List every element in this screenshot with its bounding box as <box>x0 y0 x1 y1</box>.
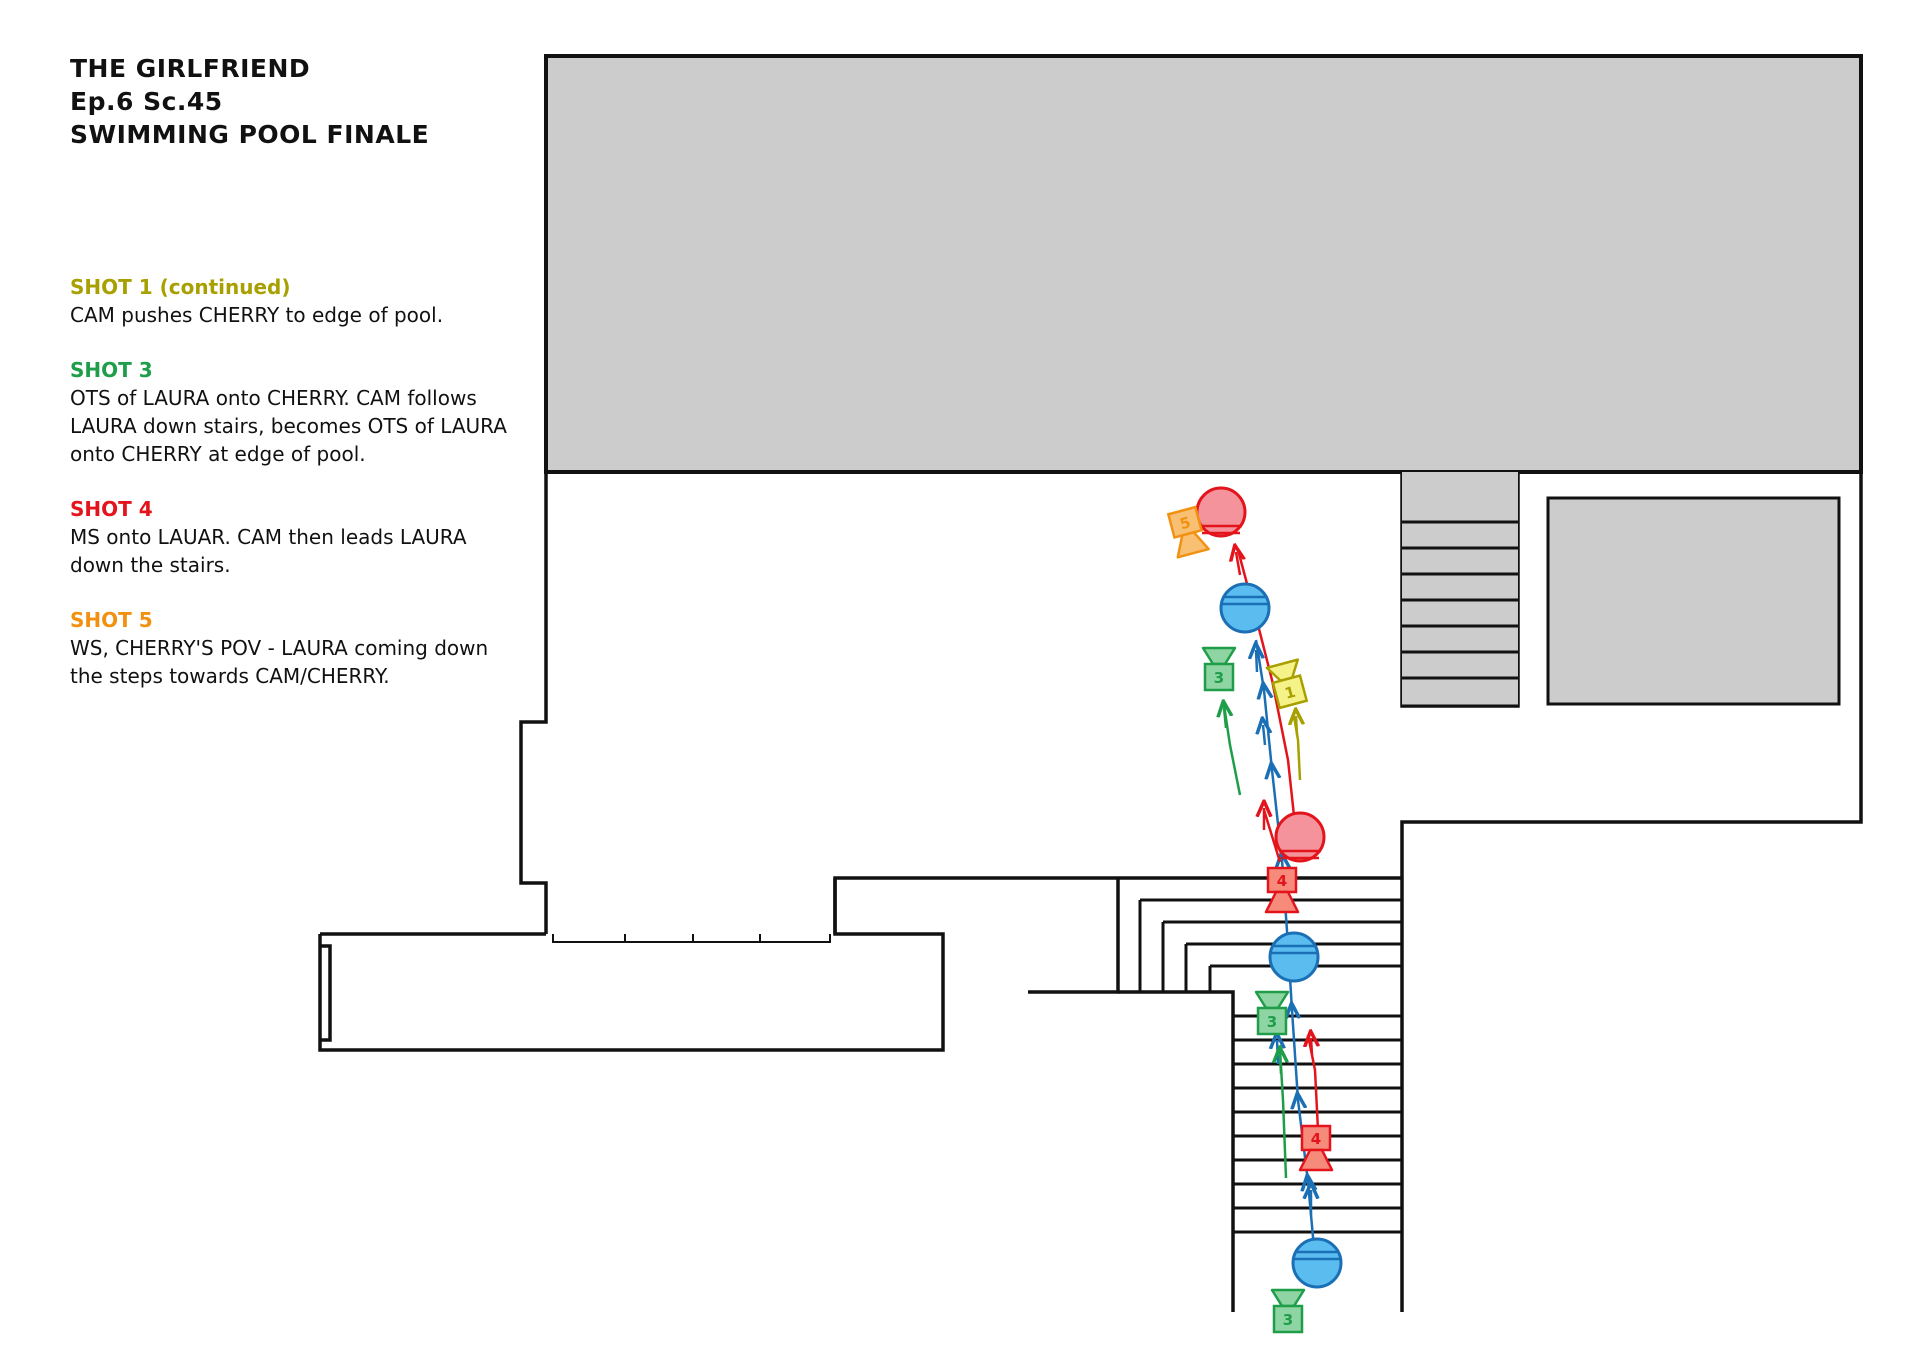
shot-heading: SHOT 3 <box>70 358 153 382</box>
camera-icon: 1 <box>1265 658 1309 710</box>
camera-number: 3 <box>1283 1311 1293 1329</box>
laura-marker-icon <box>1268 931 1320 983</box>
shot-description: OTS of LAURA onto CHERRY. CAM follows LA… <box>70 386 507 466</box>
camera-icon: 4 <box>1264 866 1300 914</box>
camera-number: 1 <box>1283 683 1298 703</box>
show-title: THE GIRLFRIEND <box>70 54 311 83</box>
upper-stairs <box>1402 472 1518 708</box>
shot-list: SHOT 1 (continued) CAM pushes CHERRY to … <box>70 273 510 717</box>
cherry-path <box>1236 549 1297 826</box>
camera-number: 3 <box>1214 669 1224 687</box>
shot-1: SHOT 1 (continued) CAM pushes CHERRY to … <box>70 273 510 329</box>
laura-marker-icon <box>1219 582 1271 634</box>
cherry-marker-icon <box>1274 811 1326 863</box>
raised-platform <box>1546 496 1841 706</box>
shot-description: WS, CHERRY'S POV - LAURA coming down the… <box>70 636 489 688</box>
shot-heading: SHOT 1 (continued) <box>70 275 291 299</box>
swimming-pool <box>544 54 1863 474</box>
shot-5: SHOT 5 WS, CHERRY'S POV - LAURA coming d… <box>70 606 510 690</box>
camera-icon: 4 <box>1298 1124 1334 1172</box>
shot-3: SHOT 3 OTS of LAURA onto CHERRY. CAM fol… <box>70 356 510 468</box>
shot4-path <box>1306 1034 1320 1131</box>
camera-icon: 3 <box>1254 990 1290 1036</box>
shot-description: CAM pushes CHERRY to edge of pool. <box>70 303 444 327</box>
window-strip <box>552 934 831 943</box>
shot-description: MS onto LAUAR. CAM then leads LAURA down… <box>70 525 467 577</box>
camera-icon: 3 <box>1201 646 1237 692</box>
cherry-marker-icon <box>1195 486 1247 538</box>
camera-number: 4 <box>1277 872 1287 890</box>
camera-number: 4 <box>1311 1130 1321 1148</box>
camera-icon: 3 <box>1270 1288 1306 1334</box>
laura-marker-icon <box>1291 1237 1343 1289</box>
shot-heading: SHOT 4 <box>70 497 153 521</box>
lower-stairs <box>1116 878 1402 1234</box>
episode-scene: Ep.6 Sc.45 <box>70 87 223 116</box>
camera-icon: 5 <box>1166 505 1210 559</box>
shot4-path-upper <box>1262 809 1282 863</box>
shot-heading: SHOT 5 <box>70 608 153 632</box>
shot3-path-upper <box>1222 704 1242 796</box>
camera-number: 3 <box>1267 1013 1277 1031</box>
camera-number: 5 <box>1178 513 1193 533</box>
shot-4: SHOT 4 MS onto LAUAR. CAM then leads LAU… <box>70 495 510 579</box>
scene-title: SWIMMING POOL FINALE <box>70 120 430 149</box>
title-block: THE GIRLFRIEND Ep.6 Sc.45 SWIMMING POOL … <box>70 52 429 151</box>
